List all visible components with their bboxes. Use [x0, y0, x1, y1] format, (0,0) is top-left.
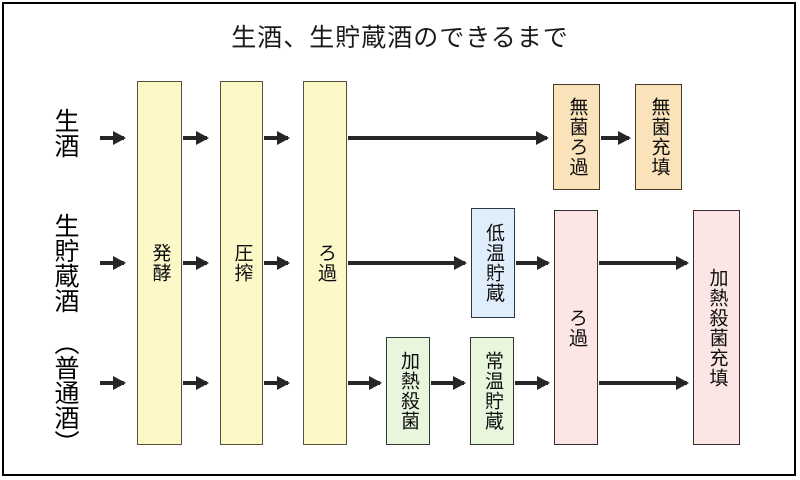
node-joon-chozo-label: 常温貯蔵	[482, 351, 503, 431]
node-teion-chozo-label: 低温貯蔵	[483, 223, 504, 303]
arrow-teion-chozo-to-roka2	[516, 256, 550, 270]
node-hakko[interactable]: 発酵	[137, 81, 182, 445]
node-assaku[interactable]: 圧搾	[220, 81, 263, 445]
arrow-hakko-to-assaku-row3	[183, 376, 209, 390]
node-mukin-roka[interactable]: 無菌ろ過	[553, 84, 600, 190]
node-kanetsu-sakkin[interactable]: 加熱殺菌	[386, 337, 430, 445]
arrow-assaku-to-roka-row3	[264, 376, 290, 390]
node-roka[interactable]: ろ過	[303, 81, 347, 445]
node-mukin-juten[interactable]: 無菌充填	[635, 84, 682, 190]
node-joon-chozo[interactable]: 常温貯蔵	[470, 337, 514, 445]
arrow-roka-to-mukin-roka	[348, 131, 549, 145]
arrow-namazake-to-hakko	[100, 131, 126, 145]
node-mukin-roka-label: 無菌ろ過	[566, 97, 588, 177]
arrow-roka2-to-kanetsu-sakkin-juten-upper	[599, 256, 689, 270]
node-kanetsu-sakkin-label: 加熱殺菌	[398, 351, 419, 431]
node-roka2-label: ろ過	[566, 307, 587, 348]
row-label-namachozoshu: 生貯蔵酒	[51, 213, 79, 313]
row-label-futsushu: （普通酒）	[51, 330, 79, 455]
arrow-joon-chozo-to-roka2	[515, 376, 550, 390]
arrow-assaku-to-roka-row2	[264, 256, 290, 270]
arrow-roka-to-kanetsu-sakkin	[348, 376, 382, 390]
node-mukin-juten-label: 無菌充填	[648, 97, 670, 177]
node-kanetsu-sakkin-juten-label: 加熱殺菌充填	[706, 267, 728, 388]
arrow-roka-to-teion-chozo	[348, 256, 467, 270]
node-kanetsu-sakkin-juten[interactable]: 加熱殺菌充填	[693, 210, 740, 445]
arrow-futsushu-to-hakko	[100, 376, 126, 390]
arrow-assaku-to-roka-row1	[264, 131, 290, 145]
node-hakko-label: 発酵	[149, 243, 171, 283]
node-teion-chozo[interactable]: 低温貯蔵	[471, 208, 515, 318]
arrow-kanetsu-sakkin-to-joon-chozo	[431, 376, 466, 390]
node-roka2[interactable]: ろ過	[554, 210, 598, 445]
node-roka-label: ろ過	[315, 243, 336, 283]
diagram-title: 生酒、生貯蔵酒のできるまで	[231, 24, 569, 52]
node-assaku-label: 圧搾	[231, 243, 253, 283]
arrow-namachozoshu-to-hakko	[100, 256, 126, 270]
arrow-mukin-roka-to-mukin-juten	[601, 131, 631, 145]
arrow-roka2-to-kanetsu-sakkin-juten-lower	[599, 376, 689, 390]
arrow-hakko-to-assaku-row2	[183, 256, 209, 270]
arrow-hakko-to-assaku-row1	[183, 131, 209, 145]
row-label-namazake: 生酒	[51, 108, 79, 158]
